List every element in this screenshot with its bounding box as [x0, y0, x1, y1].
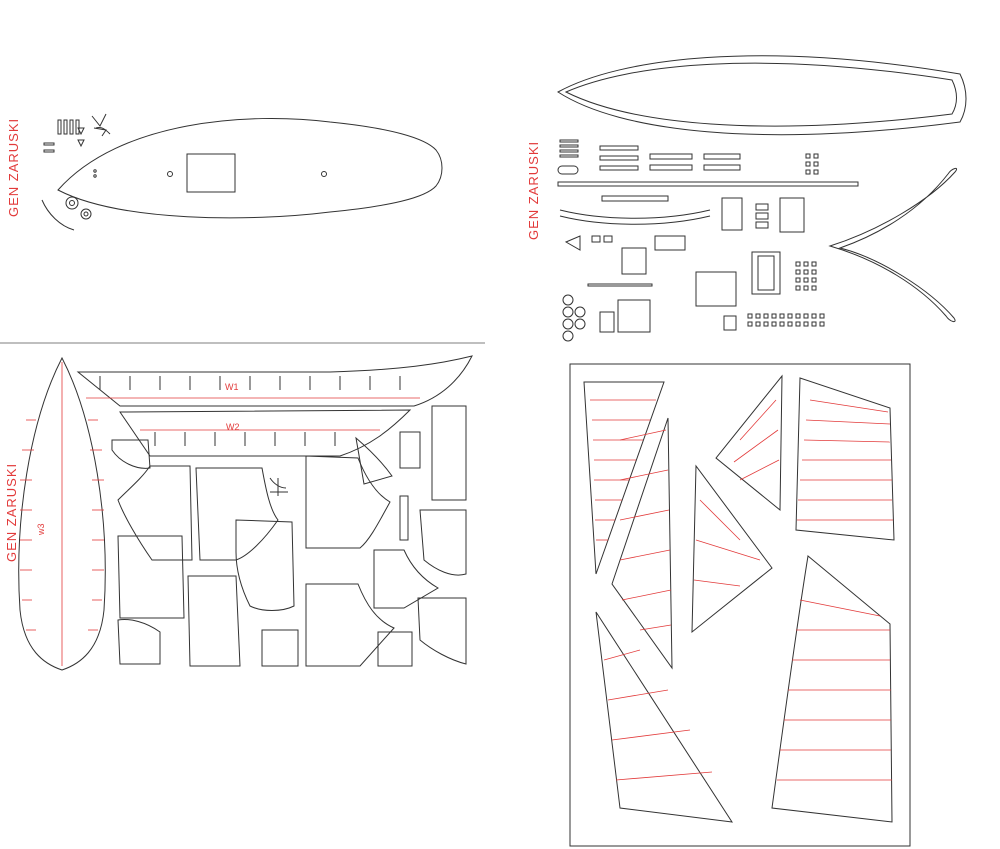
- label-w2: W2: [226, 422, 240, 432]
- sheet-title-bottom-left: GEN ZARUSKI: [4, 462, 19, 562]
- sail-1: [583, 381, 665, 575]
- frame-pieces: [111, 405, 467, 667]
- small-parts-cluster: [41, 113, 111, 231]
- deck-piece-w3: [18, 356, 106, 671]
- sail-2: [611, 417, 673, 670]
- sail-6: [595, 611, 734, 823]
- sheet-title-top-right: GEN ZARUSKI: [526, 140, 541, 240]
- hull-bottom: [557, 55, 967, 136]
- deck-hole-fore: [167, 171, 173, 177]
- deck-outline: [57, 117, 443, 219]
- sails-frame: [569, 363, 911, 847]
- sheet-title-top-left: GEN ZARUSKI: [6, 117, 21, 217]
- parts-sheet: [557, 55, 967, 342]
- sail-4: [715, 374, 783, 512]
- sail-3: [691, 464, 773, 634]
- label-w1: W1: [225, 382, 239, 392]
- keel-curve: [828, 167, 958, 323]
- deck-hatch: [186, 153, 236, 193]
- sail-5: [795, 377, 895, 541]
- small-parts-grid: [557, 139, 859, 342]
- label-w3: w3: [36, 523, 46, 536]
- bulwark-w1: [76, 355, 473, 407]
- deck-sheet: [41, 113, 443, 231]
- sail-7: [771, 555, 893, 823]
- frames-sheet: W1 W2 w3: [18, 355, 473, 671]
- bulwark-w2: [119, 409, 412, 457]
- deck-hole-aft: [321, 171, 327, 177]
- sails-sheet: [569, 363, 911, 847]
